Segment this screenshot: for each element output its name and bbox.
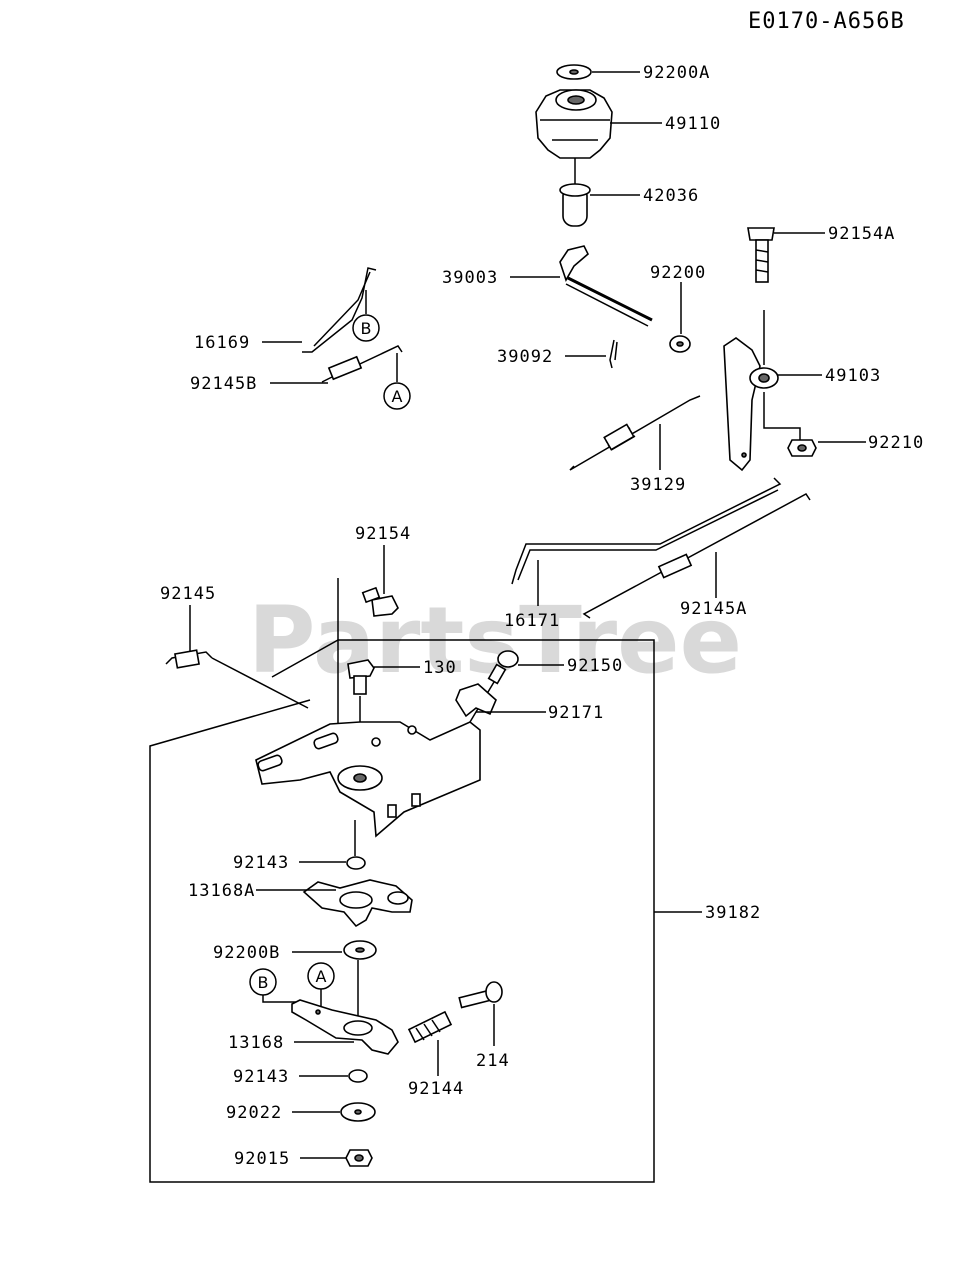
screw-92150[interactable] — [487, 650, 519, 685]
diagram-code: E0170-A656B — [748, 9, 905, 34]
label-39129: 39129 — [630, 475, 686, 495]
label-92200: 92200 — [650, 263, 706, 283]
washer-92143-upper[interactable] — [346, 856, 366, 870]
bolt-92154[interactable] — [361, 586, 399, 617]
nut-92015[interactable] — [345, 1149, 373, 1167]
label-130: 130 — [423, 658, 457, 678]
washer-92200A[interactable] — [556, 64, 592, 80]
lever-13168A[interactable] — [302, 879, 413, 928]
callout-a-bottom: A — [307, 962, 335, 990]
label-92143-lower: 92143 — [233, 1067, 289, 1087]
label-13168: 13168 — [228, 1033, 284, 1053]
label-92154A: 92154A — [828, 224, 895, 244]
link-rod-16171[interactable] — [511, 477, 782, 585]
governor-arm-49103[interactable] — [723, 337, 779, 472]
label-92200B: 92200B — [213, 943, 280, 963]
label-92154: 92154 — [355, 524, 411, 544]
spring-92144[interactable] — [407, 1010, 453, 1044]
label-13168A: 13168A — [188, 881, 255, 901]
label-49110: 49110 — [665, 114, 721, 134]
spring-link-16169[interactable] — [302, 267, 377, 353]
label-92015: 92015 — [234, 1149, 290, 1169]
label-214: 214 — [476, 1051, 510, 1071]
callout-b-bottom: B — [249, 968, 277, 996]
label-92210: 92210 — [868, 433, 924, 453]
control-plate-bracket[interactable] — [255, 721, 481, 838]
label-92143-upper: 92143 — [233, 853, 289, 873]
svg-text:A: A — [392, 387, 403, 406]
governor-gear-49110[interactable] — [535, 89, 613, 159]
label-16169: 16169 — [194, 333, 250, 353]
bolt-92154A[interactable] — [747, 227, 775, 283]
label-42036: 42036 — [643, 186, 699, 206]
svg-text:B: B — [361, 319, 372, 338]
label-92145B: 92145B — [190, 374, 257, 394]
label-92022: 92022 — [226, 1103, 282, 1123]
washer-92022[interactable] — [340, 1102, 376, 1122]
lever-13168[interactable] — [291, 999, 399, 1055]
label-16171: 16171 — [504, 611, 560, 631]
spring-92145B[interactable] — [321, 345, 403, 383]
label-39182: 39182 — [705, 903, 761, 923]
screw-214[interactable] — [458, 981, 503, 1009]
sleeve-42036[interactable] — [559, 158, 591, 227]
washer-92143-lower[interactable] — [348, 1069, 368, 1083]
svg-text:A: A — [316, 967, 327, 986]
leader-arm-nut — [763, 392, 801, 440]
governor-shaft-39003[interactable] — [559, 245, 653, 327]
label-92171: 92171 — [548, 703, 604, 723]
label-92150: 92150 — [567, 656, 623, 676]
spring-rod-92145A[interactable] — [582, 493, 811, 619]
nut-92210[interactable] — [787, 439, 817, 457]
label-92145A: 92145A — [680, 599, 747, 619]
washer-92200[interactable] — [669, 335, 691, 353]
washer-92200B[interactable] — [343, 940, 377, 960]
spring-rod-39129[interactable] — [569, 395, 701, 471]
label-49103: 49103 — [825, 366, 881, 386]
bolt-130[interactable] — [347, 659, 375, 695]
leader-spring-92145 — [211, 657, 309, 709]
spring-92145[interactable] — [165, 649, 213, 669]
label-39092: 39092 — [497, 347, 553, 367]
pin-39092[interactable] — [609, 339, 618, 369]
leader-callout-b-bottom — [262, 995, 300, 1003]
label-92145: 92145 — [160, 584, 216, 604]
callout-b-top: B — [352, 314, 380, 342]
callout-a-top: A — [383, 382, 411, 410]
label-92200A: 92200A — [643, 63, 710, 83]
label-39003: 39003 — [442, 268, 498, 288]
label-92144: 92144 — [408, 1079, 464, 1099]
svg-text:B: B — [258, 973, 269, 992]
